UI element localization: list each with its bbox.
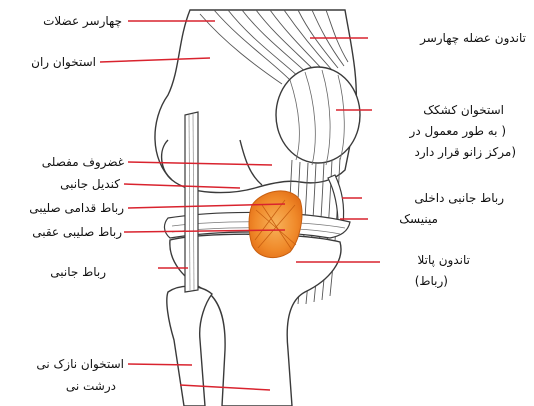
label-acl: رباط قدامی صلیبی: [29, 200, 124, 216]
label-quadriceps-muscles: چهارسر عضلات: [43, 13, 122, 29]
label-medial-ligament: رباط جانبی داخلی: [414, 190, 504, 206]
label-meniscus: مینیسک: [399, 211, 438, 227]
leader-fibula: [128, 364, 192, 365]
label-patella-line3: (مرکز زانو قرار دارد: [415, 144, 516, 160]
label-fibula: استخوان نازک نی: [36, 356, 124, 372]
label-patella-line1: استخوان کشکک: [423, 102, 504, 118]
label-patellar-tendon-line1: تاندون پاتلا: [417, 252, 470, 268]
label-lateral-condyle: کندیل جانبی: [60, 176, 120, 192]
patella-bone: [276, 67, 360, 165]
label-patella-line2: ( به طور معمول در: [410, 123, 506, 139]
label-pcl: رباط صلیبی عقبی: [32, 224, 122, 240]
label-patellar-tendon-line2: (رباط): [415, 273, 448, 289]
label-femur: استخوان ران: [31, 54, 96, 70]
label-tibia: درشت نی: [66, 378, 116, 394]
lateral-ligament: [185, 112, 198, 292]
label-quadriceps-tendon: تاندون عضله چهارسر: [420, 30, 526, 46]
fibula-bone: [167, 286, 212, 406]
label-lateral-ligament: رباط جانبی: [50, 264, 106, 280]
label-articular-cartilage: غضروف مفصلی: [42, 154, 124, 170]
